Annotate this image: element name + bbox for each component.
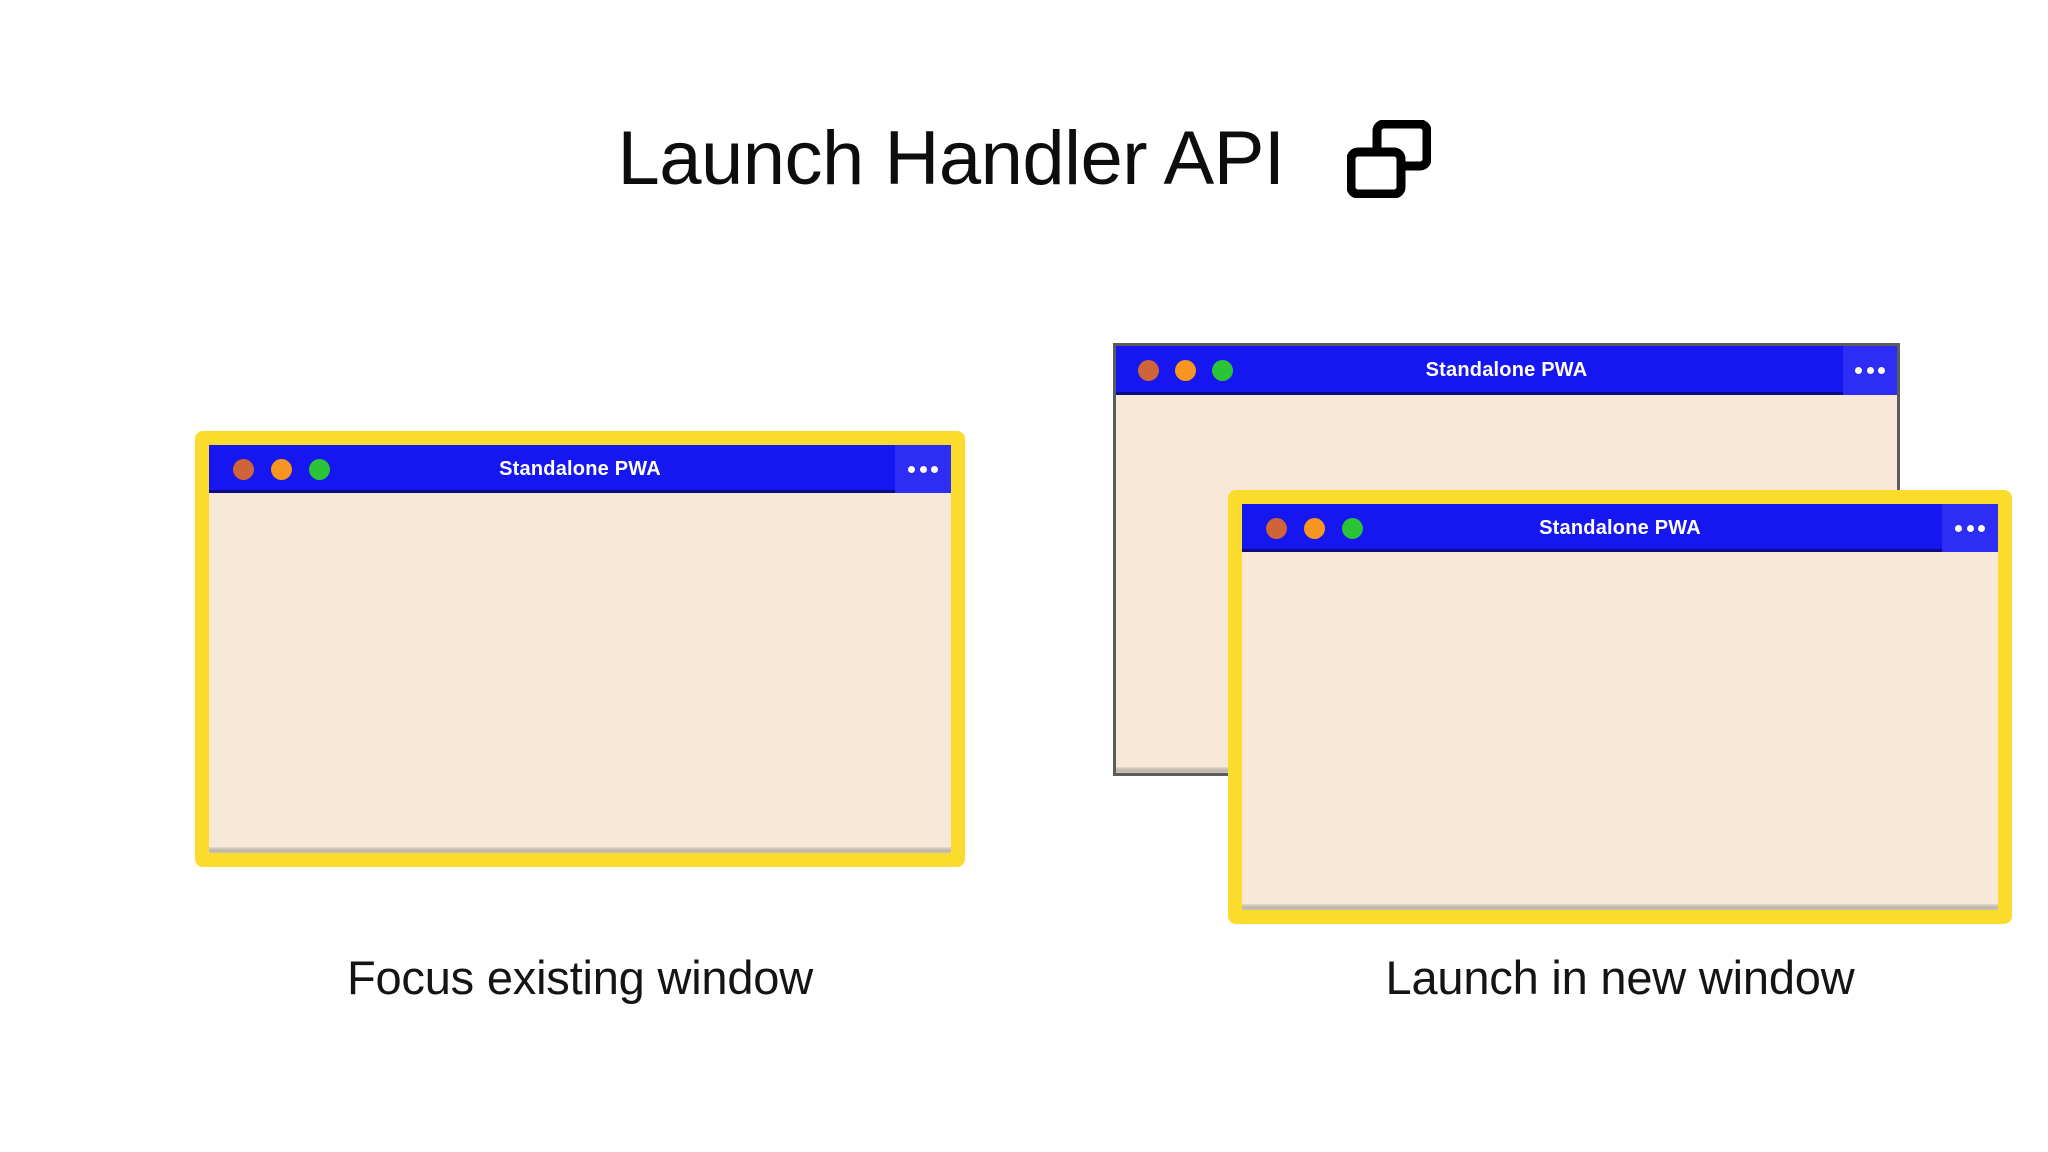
menu-dot-icon xyxy=(919,465,927,473)
window-inner: Standalone PWA xyxy=(209,445,951,853)
window-titlebar[interactable]: Standalone PWA xyxy=(209,445,951,493)
menu-dot-icon xyxy=(1866,367,1874,374)
window-title: Standalone PWA xyxy=(1425,359,1588,381)
overlapping-windows-icon xyxy=(1346,120,1431,198)
minimize-icon[interactable] xyxy=(1304,517,1325,539)
close-icon[interactable] xyxy=(1138,360,1159,381)
page-title: Launch Handler API xyxy=(617,116,1285,201)
focus-existing-window-caption: Focus existing window xyxy=(346,951,813,1004)
menu-dot-icon xyxy=(1855,367,1863,374)
maximize-icon[interactable] xyxy=(309,458,330,480)
menu-dot-icon xyxy=(1977,524,1985,532)
traffic-lights xyxy=(1266,517,1363,539)
overflow-menu-button[interactable] xyxy=(1942,504,1998,552)
close-icon[interactable] xyxy=(1266,517,1287,539)
window-content-area xyxy=(1242,552,1998,910)
menu-dot-icon xyxy=(1877,367,1885,374)
window-content-area xyxy=(209,493,951,853)
menu-dot-icon xyxy=(930,465,938,473)
menu-dot-icon xyxy=(908,465,916,473)
minimize-icon[interactable] xyxy=(1175,360,1196,381)
close-icon[interactable] xyxy=(233,458,254,480)
minimize-icon[interactable] xyxy=(271,458,292,480)
traffic-lights xyxy=(233,458,330,480)
window-inner: Standalone PWA xyxy=(1242,504,1998,910)
window-titlebar[interactable]: Standalone PWA xyxy=(1116,346,1897,395)
launch-in-new-window-foreground-window[interactable]: Standalone PWA xyxy=(1228,490,2012,924)
traffic-lights xyxy=(1138,360,1233,381)
menu-dot-icon xyxy=(1955,524,1963,532)
launch-in-new-window-caption: Launch in new window xyxy=(1385,951,1855,1004)
overflow-menu-button[interactable] xyxy=(1843,346,1897,395)
menu-dot-icon xyxy=(1966,524,1974,532)
maximize-icon[interactable] xyxy=(1342,517,1363,539)
overflow-menu-button[interactable] xyxy=(895,445,951,493)
window-titlebar[interactable]: Standalone PWA xyxy=(1242,504,1998,552)
page-header: Launch Handler API xyxy=(0,120,2048,198)
maximize-icon[interactable] xyxy=(1212,360,1233,381)
focus-existing-window-window[interactable]: Standalone PWA xyxy=(195,431,965,867)
